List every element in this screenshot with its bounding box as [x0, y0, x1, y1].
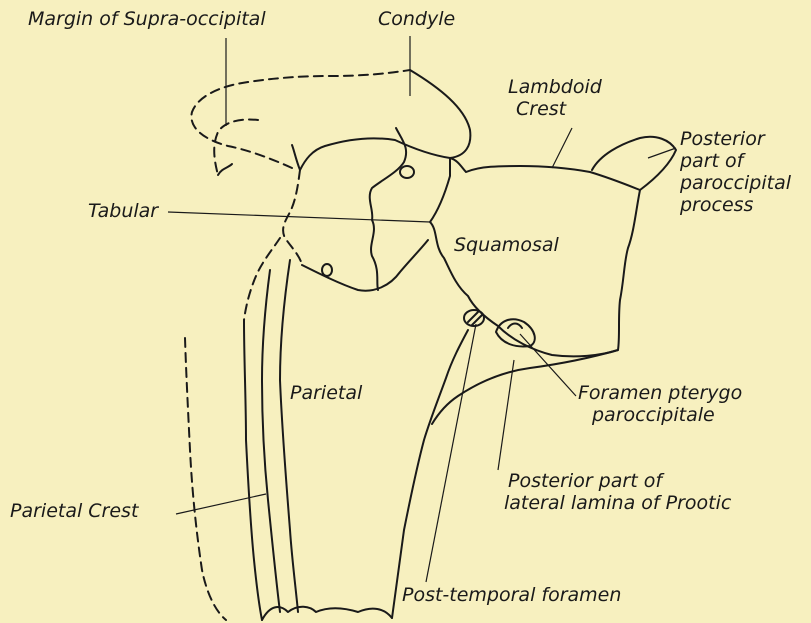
label-post-temporal: Post-temporal foramen — [402, 584, 621, 606]
parietal-bottom — [262, 607, 392, 620]
label-paroccipital-line-1: Posterior — [680, 128, 791, 150]
parietal-right-edge — [392, 330, 468, 618]
label-squamosal: Squamosal — [454, 234, 559, 256]
tabular-suture — [370, 128, 406, 290]
post-temporal-hatch — [468, 312, 482, 325]
condyle-outline-solid — [292, 70, 470, 170]
tabular-solid — [302, 240, 428, 291]
label-margin-supraoccipital: Margin of Supra-occipital — [28, 8, 266, 30]
leader-tabular — [168, 212, 430, 222]
label-prootic-line-2: lateral lamina of Prootic — [504, 492, 731, 514]
leader-lambdoid — [552, 128, 572, 168]
label-parietal-crest: Parietal Crest — [10, 500, 138, 522]
label-lambdoid-crest: Lambdoid Crest — [508, 76, 602, 120]
label-paroccipital: Posterior part of paroccipital process — [680, 128, 791, 216]
label-foramen-line-2: paroccipitale — [578, 404, 742, 426]
parietal-medial — [280, 260, 298, 612]
paroccipital-outline — [592, 137, 676, 190]
supraoccipital-margin-inner — [218, 164, 232, 175]
label-condyle: Condyle — [378, 8, 455, 30]
parietal-outline — [244, 320, 262, 620]
label-paroccipital-line-2: part of — [680, 150, 791, 172]
leader-foramen-pterygo — [520, 334, 576, 396]
label-lambdoid-line-2: Crest — [508, 98, 602, 120]
leader-parietal-crest — [176, 494, 266, 514]
label-foramen-line-1: Foramen pterygo — [578, 382, 742, 404]
label-paroccipital-line-3: paroccipital — [680, 172, 791, 194]
label-prootic: Posterior part of lateral lamina of Proo… — [504, 470, 731, 514]
label-tabular: Tabular — [88, 200, 158, 222]
parietal-crest-dashed — [185, 338, 226, 620]
parietal-outline-dashed — [244, 238, 280, 320]
parietal-inner-ridge — [262, 270, 280, 612]
label-foramen-pterygo: Foramen pterygo paroccipitale — [578, 382, 742, 426]
label-lambdoid-line-1: Lambdoid — [508, 76, 602, 98]
label-prootic-line-1: Posterior part of — [504, 470, 731, 492]
label-paroccipital-line-4: process — [680, 194, 791, 216]
squamosal-outline — [430, 158, 640, 356]
tabular-hole-2 — [322, 264, 332, 276]
tabular-hole-1 — [400, 166, 414, 178]
foramen-pterygo-inner — [508, 324, 522, 329]
label-parietal: Parietal — [290, 382, 362, 404]
condyle-outline — [191, 70, 410, 168]
leader-prootic — [498, 360, 514, 470]
